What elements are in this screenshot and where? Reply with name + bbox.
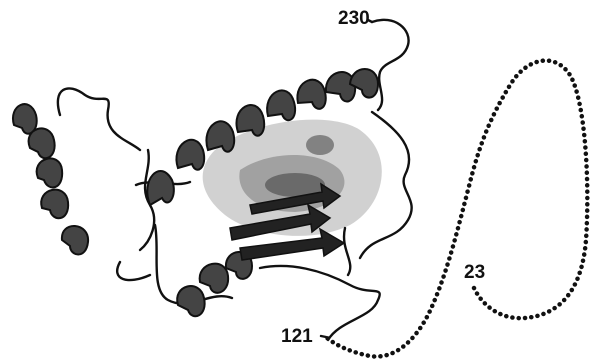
bottom-helix	[177, 252, 252, 316]
left-helix	[13, 104, 88, 254]
c-terminus-label: 230	[338, 8, 370, 30]
domain-start-label: 121	[281, 326, 313, 348]
n-terminus-label: 23	[464, 262, 485, 284]
